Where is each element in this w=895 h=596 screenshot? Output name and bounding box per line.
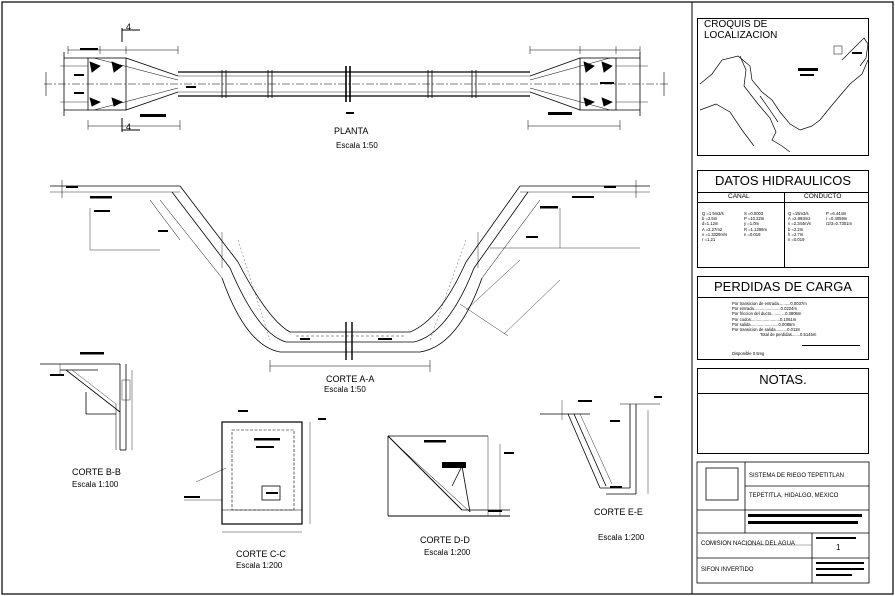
title-block-marks xyxy=(748,514,864,576)
datos-hidraulicos-panel: DATOS HIDRAULICOS CANAL CONDUCTO Q =1 5m… xyxy=(697,170,869,268)
corte-cc-title: CORTE C-C xyxy=(236,549,286,559)
corte-cc-scale: Escala 1:200 xyxy=(236,561,283,570)
corte-bb-view xyxy=(40,363,133,451)
perdidas-rows: Por transicion de entrada..........0.003… xyxy=(732,301,817,338)
planta-title: PLANTA xyxy=(334,126,369,136)
agency-name: COMISION NACIONAL DEL AGUA xyxy=(701,541,795,547)
corte-ee-scale: Escala 1:200 xyxy=(598,533,645,542)
canal-data-col1: Q =1 5m3/s b =2.5m d=1.12m A =2.27m2 v =… xyxy=(702,211,728,243)
canal-header: CANAL xyxy=(728,193,750,200)
canal-data-col2: S =0.0003 P =10.22m y =1.0m R =1.1296m n… xyxy=(744,211,767,237)
corte-ee-view xyxy=(540,400,660,495)
section-mark-bottom: 4 xyxy=(126,122,132,132)
sheet-number: 1 xyxy=(836,543,841,552)
croquis-marks xyxy=(798,45,862,76)
corte-dd-view xyxy=(387,435,510,517)
corte-bb-labels xyxy=(50,352,131,401)
conducto-header: CONDUCTO xyxy=(804,193,842,200)
planta-view xyxy=(44,28,668,132)
drawing-name: SIFON INVERTIDO xyxy=(701,567,754,573)
title-block-lines xyxy=(696,461,870,584)
corte-aa-title: CORTE A-A xyxy=(326,374,375,384)
perdidas-title: PERDIDAS DE CARGA xyxy=(714,279,852,294)
corte-ee-labels xyxy=(578,396,662,488)
notas-title: NOTAS. xyxy=(759,372,807,387)
croquis-panel: CROQUIS DE LOCALIZACION xyxy=(697,18,869,156)
corte-dd-labels xyxy=(424,440,514,512)
section-mark-top: 4 xyxy=(126,22,132,32)
corte-aa-labels xyxy=(66,186,616,340)
corte-cc-labels xyxy=(184,410,326,498)
datos-title: DATOS HIDRAULICOS xyxy=(714,173,852,188)
corte-aa-scale: Escala 1:50 xyxy=(324,385,366,394)
perdidas-panel: PERDIDAS DE CARGA Por transicion de entr… xyxy=(697,276,869,360)
croquis-map xyxy=(699,37,869,153)
corte-aa-view xyxy=(50,180,650,372)
croquis-title-1: CROQUIS DE xyxy=(704,19,768,30)
project-name: SISTEMA DE RIEGO TEPETITLAN xyxy=(749,473,844,479)
notas-panel: NOTAS. xyxy=(697,368,869,454)
conducto-data-col2: P =6.444m r =0.4059m r2/3=0.7301m xyxy=(826,211,852,227)
planta-scale: Escala 1:50 xyxy=(336,141,378,150)
corte-cc-view xyxy=(184,421,311,533)
corte-bb-title: CORTE B-B xyxy=(72,467,121,477)
corte-bb-scale: Escala 1:100 xyxy=(72,480,119,489)
perdidas-disponible: Disponible 0.5mg xyxy=(732,351,765,356)
croquis-title-2: LOCALIZACION xyxy=(704,30,778,41)
corte-ee-title: CORTE E-E xyxy=(594,507,643,517)
project-location: TEPETITLA, HIDALGO, MEXICO xyxy=(749,493,839,499)
corte-dd-title: CORTE D-D xyxy=(420,535,470,545)
conducto-data-col1: Q =15m3/s A =2.893m2 v =2.344m/s b =2.2m… xyxy=(788,211,811,243)
corte-dd-scale: Escala 1:200 xyxy=(424,548,471,557)
planta-text-marks xyxy=(74,48,614,117)
